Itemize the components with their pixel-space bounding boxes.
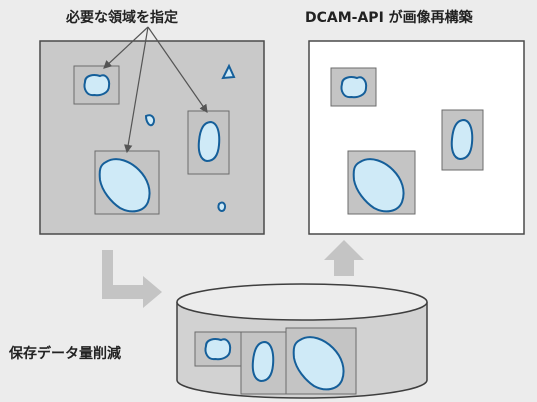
stray-blob-1 [221,63,236,80]
blob-tall [197,121,221,162]
blob-small [83,74,111,97]
arrow-to-small [103,26,149,69]
rebuilt-blob-small [340,76,368,99]
flow-arrow-to-reconstruct [324,240,364,276]
cylinder-top [176,283,428,321]
flow-arrow-to-storage [102,250,162,308]
arrow-to-tall [147,26,208,113]
stored-blob-tall [251,341,275,382]
right-panel [308,40,525,235]
label-specify-regions: 必要な領域を指定 [66,10,178,26]
label-save-reduction: 保存データ量削減 [9,346,121,362]
arrow-to-large [124,26,149,154]
stored-blob-small [204,338,232,361]
stored-box-small [194,331,242,367]
stray-blob-3 [217,201,227,213]
left-panel [39,26,265,235]
storage-cylinder [176,283,428,399]
rebuilt-blob-tall [450,119,474,160]
label-dcam-reconstruct: DCAM-API が画像再構築 [305,10,473,26]
stray-blob-2 [144,114,156,127]
